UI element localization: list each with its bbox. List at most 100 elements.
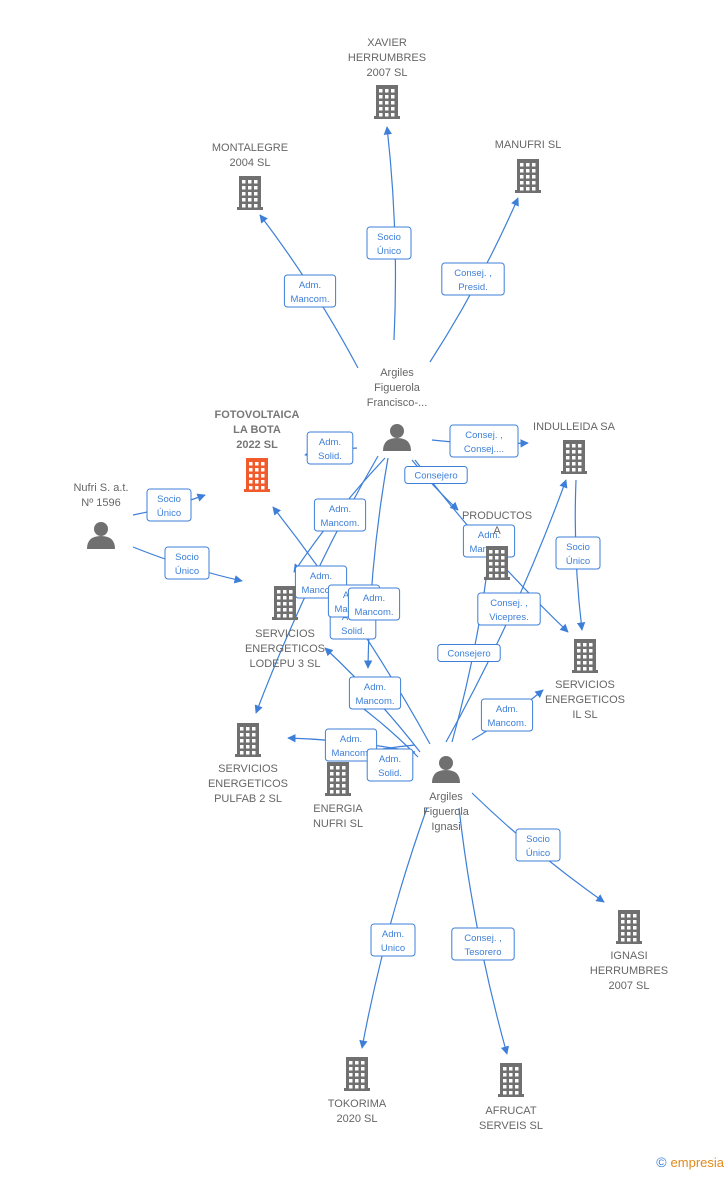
edge-label-box[interactable] <box>441 262 505 296</box>
node-label: MONTALEGRE <box>212 142 288 154</box>
node-label: 2020 SL <box>337 1113 378 1125</box>
edge-label-box[interactable] <box>477 592 541 626</box>
node-label: Argiles <box>429 791 463 803</box>
node-energia[interactable]: ENERGIA NUFRI SL <box>313 762 363 830</box>
building-icon[interactable] <box>616 910 642 944</box>
edge-label-argiles_i-afrucat[interactable]: Consej. ,Tesorero <box>451 927 515 961</box>
edge-label-argiles_i-energia[interactable]: Adm.Mancom. <box>347 587 401 621</box>
node-label: HERRUMBRES <box>348 52 426 64</box>
edge-label-argiles_i-pulfab[interactable]: Adm.Mancom. <box>324 728 378 762</box>
edge-label-text: Mancom. <box>290 294 329 305</box>
building-icon[interactable] <box>272 586 298 620</box>
node-productos[interactable]: PRODUCTOS A <box>462 510 532 580</box>
node-label: PULFAB 2 SL <box>214 793 282 805</box>
edge-label-box[interactable] <box>515 828 561 862</box>
node-label: ENERGIA <box>313 803 363 815</box>
edge-label-box[interactable] <box>366 748 414 782</box>
edge-label-argiles_f-montalegre[interactable]: Adm. Mancom. <box>283 274 337 308</box>
edge-label-argiles_i-tokorima[interactable]: Adm.Unico <box>370 923 416 957</box>
building-icon[interactable] <box>561 440 587 474</box>
edge-label-text: Adm. <box>319 437 341 448</box>
node-label: Nº 1596 <box>81 497 121 509</box>
edge-label-box[interactable] <box>480 698 534 732</box>
node-label: NUFRI SL <box>313 818 363 830</box>
node-label: Figuerola <box>374 382 421 394</box>
node-label: ENERGETICOS <box>545 694 625 706</box>
edge-label-argiles_i-il[interactable]: Adm.Mancom. <box>480 698 534 732</box>
edge-label-box[interactable] <box>451 927 515 961</box>
node-label: PRODUCTOS <box>462 510 532 522</box>
edge-label-box[interactable] <box>437 644 501 662</box>
edge-label-box[interactable] <box>348 676 402 710</box>
edge-label-argiles_i-indulleida[interactable]: Consejero <box>437 644 501 662</box>
edge-label-text: Unico <box>381 943 405 954</box>
edge-label-box[interactable] <box>164 546 210 580</box>
edge-label-box[interactable] <box>366 226 412 260</box>
person-icon[interactable] <box>383 424 411 451</box>
edge-label-argiles_i-lodepu[interactable]: Adm.Mancom. <box>348 676 402 710</box>
edge-label-box[interactable] <box>313 498 367 532</box>
building-icon[interactable] <box>235 723 261 757</box>
edge-label-box[interactable] <box>283 274 337 308</box>
building-icon[interactable] <box>484 546 510 580</box>
edge-label-text: Socio <box>526 834 550 845</box>
edge-label-argiles_i-energia[interactable]: Adm.Solid. <box>366 748 414 782</box>
edge-label-text: Consejero <box>447 649 490 660</box>
edge-label-text: Socio <box>566 542 590 553</box>
edge-label-box[interactable] <box>370 923 416 957</box>
edge-label-text: Adm. <box>310 571 332 582</box>
node-label: 2022 SL <box>236 439 278 451</box>
node-label: A <box>493 525 501 537</box>
node-indulleida[interactable]: INDULLEIDA SA <box>533 421 616 474</box>
building-icon[interactable] <box>244 458 270 492</box>
node-label: ENERGETICOS <box>245 643 325 655</box>
node-manufri[interactable]: MANUFRI SL <box>495 139 562 193</box>
building-icon[interactable] <box>237 176 263 210</box>
edge-label-argiles_f-fotovoltaica[interactable]: Adm.Solid. <box>306 431 354 465</box>
edge-label-text: Consej. , <box>454 268 492 279</box>
edge-label-box[interactable] <box>347 587 401 621</box>
edge-label-text: Socio <box>377 232 401 243</box>
edge-label-argiles_f-lodepu[interactable]: Adm.Mancom. <box>313 498 367 532</box>
edge-label-text: Único <box>157 508 181 519</box>
building-icon[interactable] <box>325 762 351 796</box>
edge-argiles_f-productos <box>411 459 459 511</box>
edge-label-box[interactable] <box>324 728 378 762</box>
building-icon[interactable] <box>498 1063 524 1097</box>
building-icon[interactable] <box>344 1057 370 1091</box>
building-icon[interactable] <box>374 85 400 119</box>
edge-label-text: Adm. <box>299 280 321 291</box>
person-icon[interactable] <box>432 756 460 783</box>
node-label: IGNASI <box>610 950 647 962</box>
building-icon[interactable] <box>572 639 598 673</box>
node-argiles_f[interactable]: ArgilesFiguerolaFrancisco-... <box>367 367 428 451</box>
edge-label-box[interactable] <box>306 431 354 465</box>
edge-label-argiles_f-indulleida[interactable]: Consej. ,Consej.... <box>449 424 519 458</box>
building-icon[interactable] <box>515 159 541 193</box>
edge-label-box[interactable] <box>146 488 192 522</box>
edge-label-argiles_f-manufri[interactable]: Consej. ,Presid. <box>441 262 505 296</box>
person-icon[interactable] <box>87 522 115 549</box>
node-nufri[interactable]: Nufri S. a.t.Nº 1596 <box>73 482 129 549</box>
edge-label-box[interactable] <box>404 466 468 484</box>
edge-label-argiles_f-productos[interactable]: Consejero <box>404 466 468 484</box>
edge-label-box[interactable] <box>449 424 519 458</box>
edge-label-argiles_i-productos[interactable]: Consej. ,Vicepres. <box>477 592 541 626</box>
edge-label-box[interactable] <box>555 536 601 570</box>
node-label: SERVICIOS <box>255 628 315 640</box>
